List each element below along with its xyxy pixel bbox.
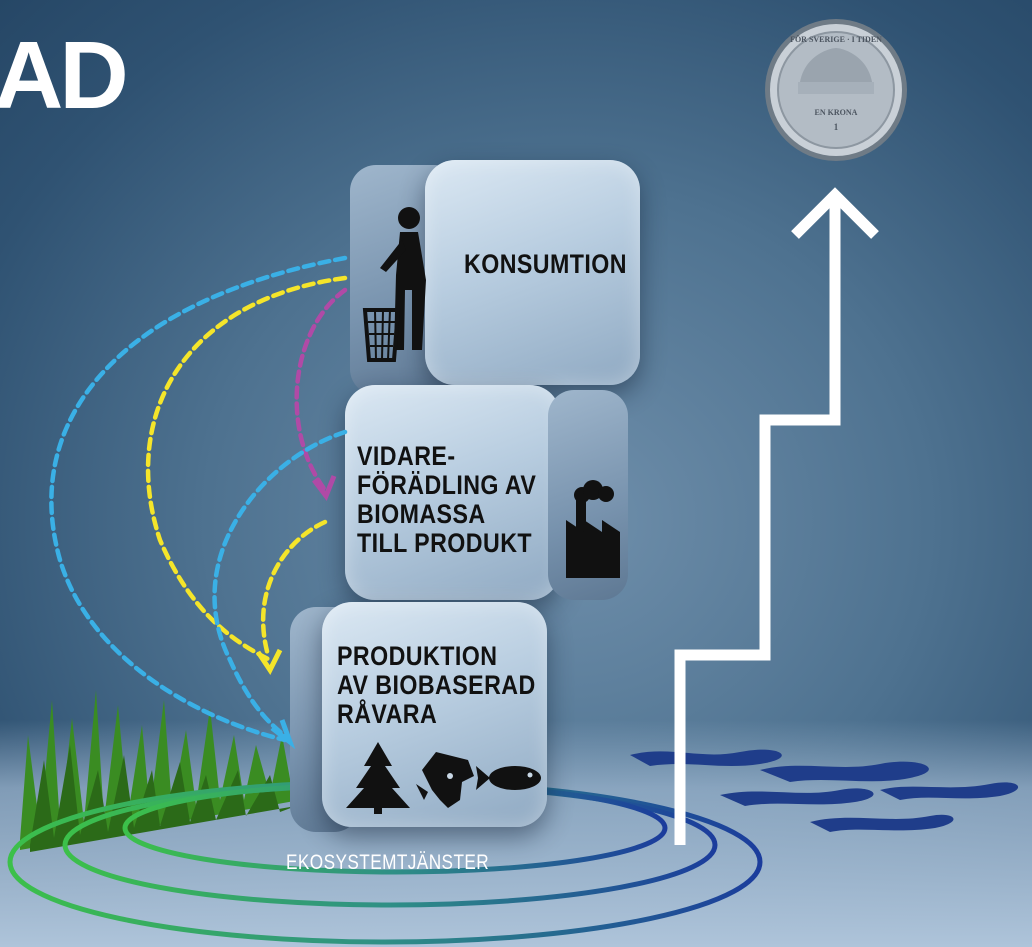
- yellow-flow-inner: [261, 519, 328, 658]
- growth-step-arrow: [674, 187, 879, 845]
- page-title-fragment: AD: [0, 22, 129, 129]
- cyan-flow-outer: [49, 255, 348, 743]
- tree-icon: [346, 742, 410, 814]
- factory-icon: [566, 480, 620, 578]
- cyan-arrowhead: [270, 719, 296, 750]
- refinement-block: [345, 385, 560, 600]
- magenta-flow: [294, 287, 348, 493]
- consumption-label: KONSUMTION: [464, 249, 627, 279]
- grass-illustration: [20, 690, 300, 852]
- fish-icon: [476, 766, 541, 790]
- coin-value: 1: [834, 122, 839, 132]
- yellow-flow-outer: [145, 275, 348, 663]
- magenta-arrowhead: [312, 475, 337, 502]
- consumption-block: [425, 160, 640, 385]
- coin-bottom-text: EN KRONA: [815, 108, 858, 117]
- ecosystem-services-label: EKOSYSTEMTJÄNSTER: [286, 851, 490, 874]
- coin-icon: EN KRONA 1 FÖR SVERIGE · I TIDEN: [765, 19, 907, 161]
- cyan-flow-inner: [212, 429, 348, 741]
- cow-icon: [416, 752, 474, 808]
- yellow-arrowhead: [255, 648, 283, 675]
- refinement-label: VIDARE- FÖRÄDLING AV BIOMASSA TILL PRODU…: [357, 441, 537, 558]
- production-label: PRODUKTION AV BIOBASERAD RÅVARA: [337, 641, 536, 729]
- trash-person-icon: [362, 207, 426, 362]
- water-waves: [630, 749, 1019, 832]
- coin-top-text: FÖR SVERIGE · I TIDEN: [790, 35, 882, 44]
